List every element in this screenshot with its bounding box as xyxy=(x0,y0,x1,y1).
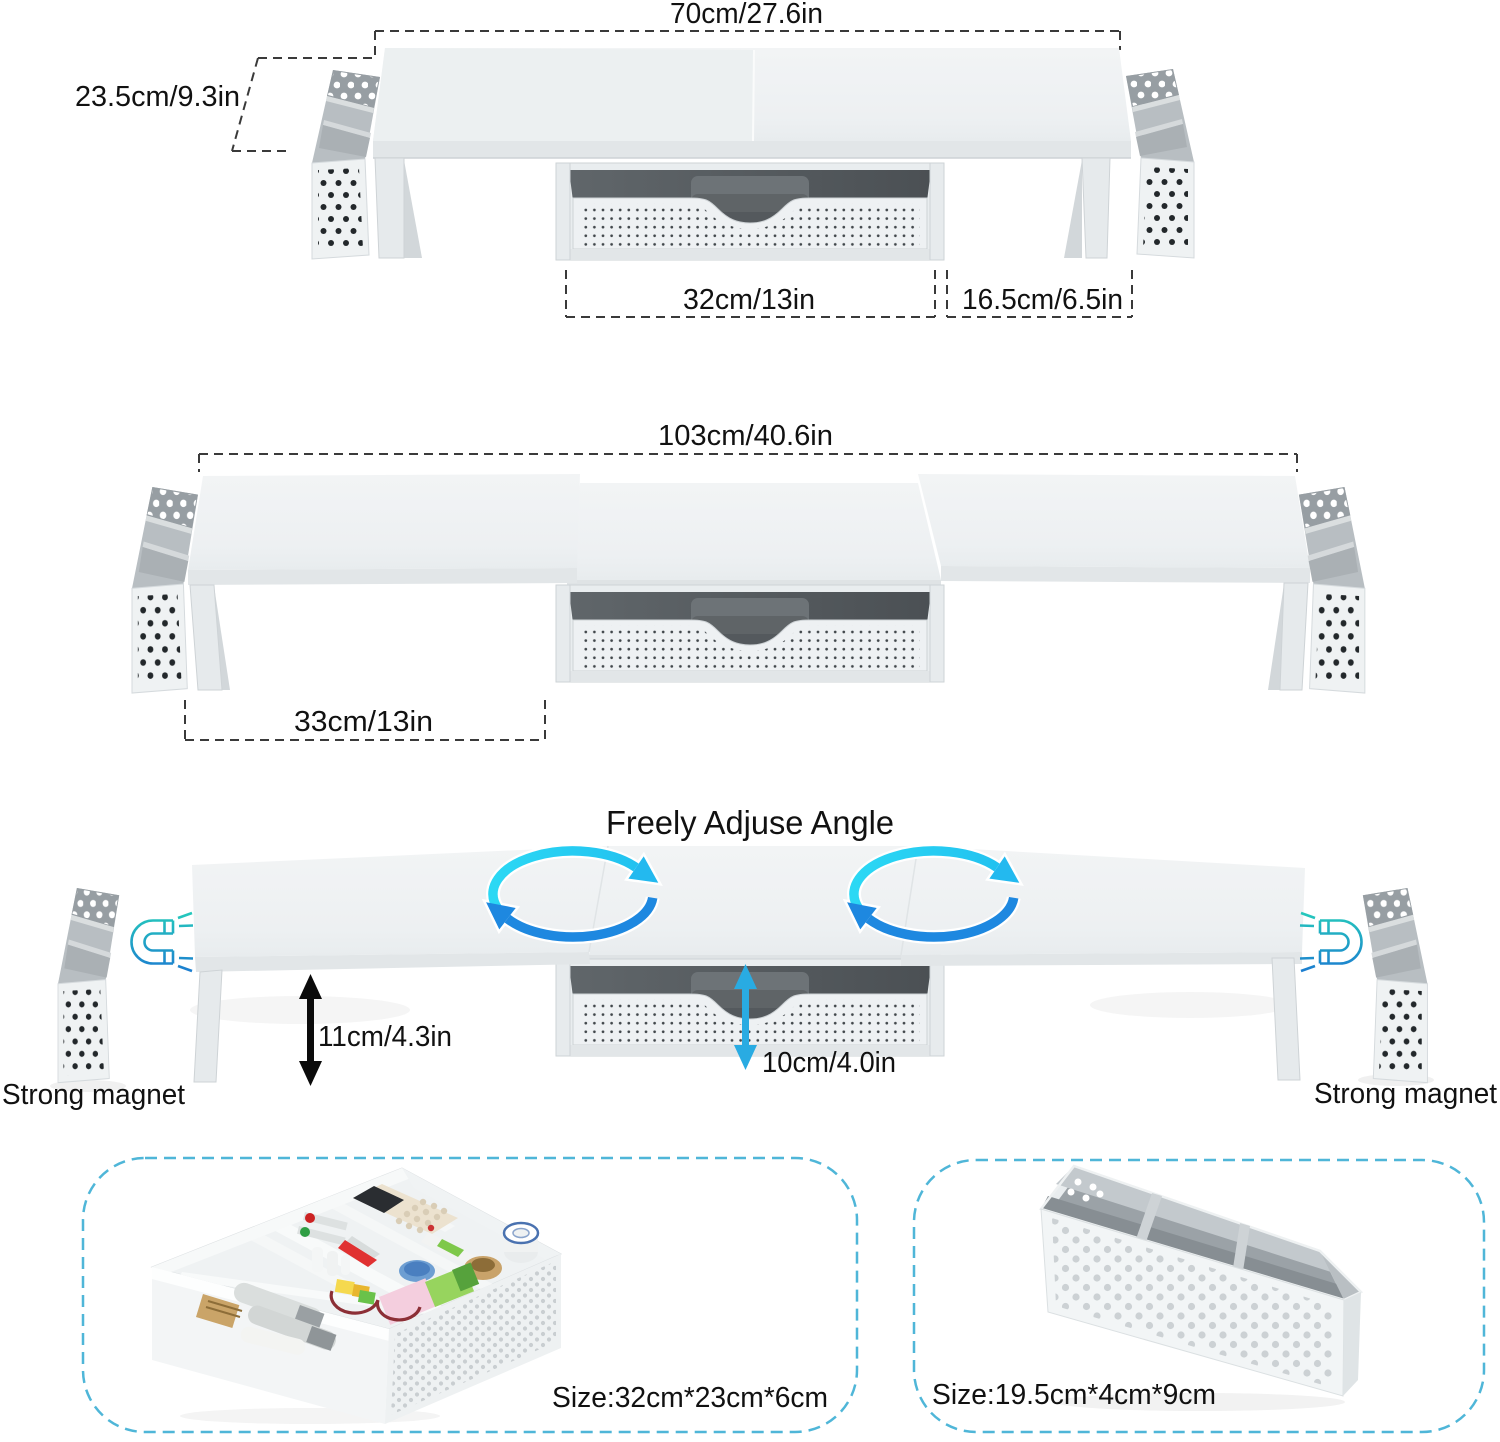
svg-text:23.5cm/9.3in: 23.5cm/9.3in xyxy=(75,81,240,113)
svg-text:70cm/27.6in: 70cm/27.6in xyxy=(670,0,823,30)
svg-text:16.5cm/6.5in: 16.5cm/6.5in xyxy=(962,284,1123,316)
svg-text:Freely Adjuse Angle: Freely Adjuse Angle xyxy=(606,804,894,841)
svg-text:32cm/13in: 32cm/13in xyxy=(683,284,815,316)
svg-text:103cm/40.6in: 103cm/40.6in xyxy=(658,420,833,452)
svg-text:Strong magnet: Strong magnet xyxy=(1314,1078,1497,1110)
svg-text:Strong magnet: Strong magnet xyxy=(2,1079,185,1111)
svg-text:Size:32cm*23cm*6cm: Size:32cm*23cm*6cm xyxy=(552,1382,828,1414)
svg-text:10cm/4.0in: 10cm/4.0in xyxy=(762,1047,896,1079)
svg-text:11cm/4.3in: 11cm/4.3in xyxy=(318,1021,452,1053)
svg-text:33cm/13in: 33cm/13in xyxy=(294,706,433,738)
svg-text:Size:19.5cm*4cm*9cm: Size:19.5cm*4cm*9cm xyxy=(932,1379,1216,1411)
